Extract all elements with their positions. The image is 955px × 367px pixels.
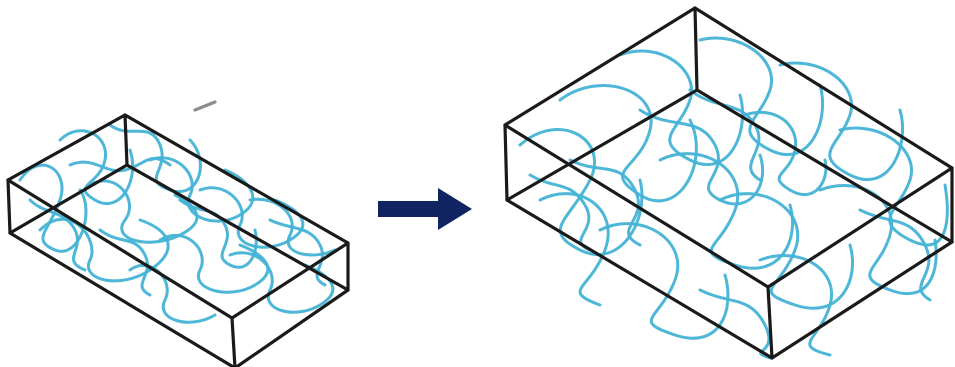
left-polymer-chains	[18, 123, 337, 324]
right-polymer-chains	[518, 36, 949, 360]
final-state-panel	[503, 6, 954, 360]
left-box	[6, 100, 350, 367]
initial-state-panel	[6, 100, 350, 367]
right-box	[503, 6, 954, 360]
right-arrow-icon	[378, 188, 472, 230]
